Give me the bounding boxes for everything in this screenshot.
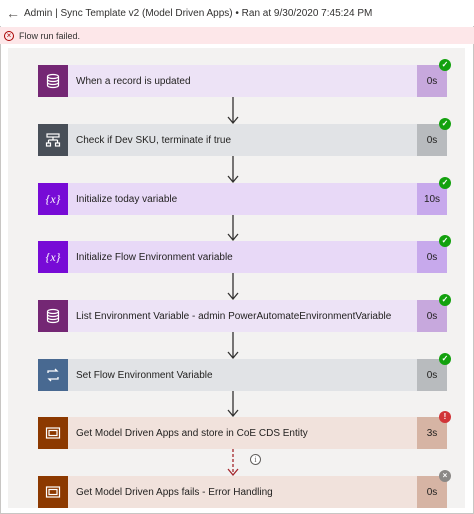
svg-text:{x}: {x} [46,250,61,264]
run-after-arrow [227,391,239,417]
scope-icon [38,476,68,508]
variable-icon: {x} [38,183,68,215]
success-check-icon: ✓ [439,177,451,189]
success-check-icon: ✓ [439,294,451,306]
flow-step-label: Set Flow Environment Variable [76,369,213,381]
error-exclamation-icon: ! [439,411,451,423]
database-icon [38,65,68,97]
loop-icon [38,359,68,391]
flow-step-label: Get Model Driven Apps and store in CoE C… [76,427,308,439]
flow-step[interactable]: Get Model Driven Apps and store in CoE C… [38,417,447,449]
variable-icon: {x} [38,241,68,273]
flow-step-label: Get Model Driven Apps fails - Error Hand… [76,486,273,498]
flow-step-label: Check if Dev SKU, terminate if true [76,134,232,146]
flow-step-label: List Environment Variable - admin PowerA… [76,310,392,322]
success-check-icon: ✓ [439,59,451,71]
flow-step-label: Initialize today variable [76,193,178,205]
condition-icon [38,124,68,156]
flow-step-label: When a record is updated [76,75,191,87]
run-after-arrow [227,156,239,183]
success-check-icon: ✓ [439,235,451,247]
run-after-arrow [227,332,239,359]
success-check-icon: ✓ [439,353,451,365]
database-icon [38,300,68,332]
success-check-icon: ✓ [439,118,451,130]
flow-step[interactable]: List Environment Variable - admin PowerA… [38,300,447,332]
flow-step[interactable]: Get Model Driven Apps fails - Error Hand… [38,476,447,508]
info-icon[interactable]: i [250,454,261,465]
scope-icon [38,417,68,449]
skipped-x-icon: × [439,470,451,482]
run-after-arrow [227,215,239,241]
run-after-arrow [227,273,239,300]
run-title: Admin | Sync Template v2 (Model Driven A… [24,7,373,19]
error-banner-text: Flow run failed. [19,30,81,41]
run-header: ← Admin | Sync Template v2 (Model Driven… [0,0,474,26]
flow-step-label: Initialize Flow Environment variable [76,251,233,263]
svg-text:{x}: {x} [46,192,61,206]
back-arrow-icon[interactable]: ← [6,5,20,21]
error-banner: × Flow run failed. [0,27,474,44]
run-after-arrow-dashed [227,449,239,476]
run-after-arrow [227,97,239,124]
error-circle-icon: × [4,30,14,41]
